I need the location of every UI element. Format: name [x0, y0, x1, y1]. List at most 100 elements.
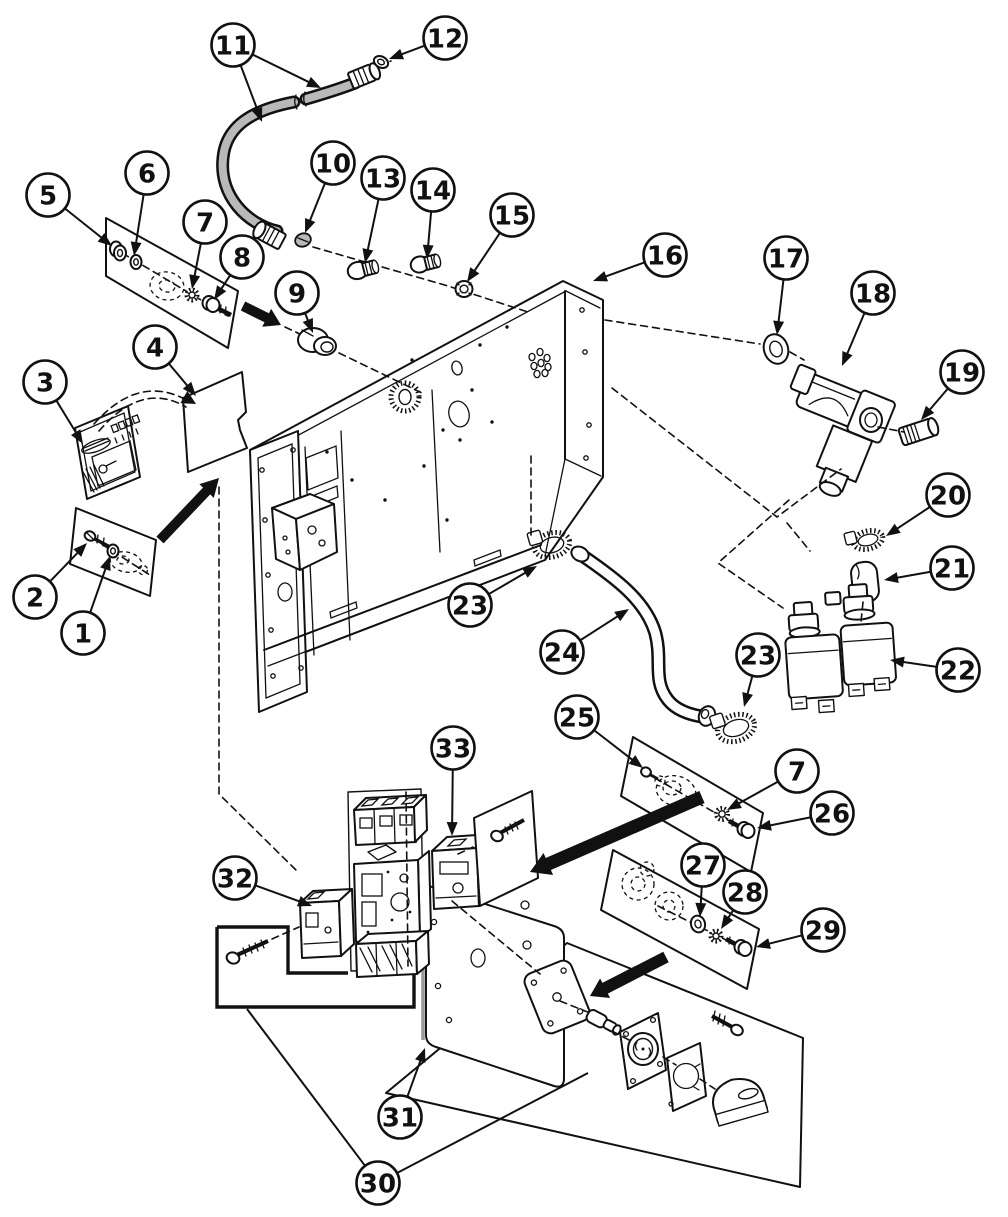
hose-clamp-20 — [843, 528, 886, 552]
callout-circle — [642, 232, 688, 278]
callout-number: 25 — [559, 704, 595, 734]
callout-number: 22 — [940, 657, 976, 687]
leader-line-15 — [472, 232, 501, 274]
callout-3: 3 — [22, 359, 68, 405]
callout-number: 15 — [494, 202, 530, 232]
leader-arrowhead-10 — [305, 217, 316, 233]
leader-arrowhead-21 — [884, 572, 899, 583]
callout-circle — [410, 167, 456, 213]
plate-5-8-hardware — [109, 240, 233, 318]
leader-line-5 — [64, 207, 105, 240]
leader-line-13 — [366, 198, 380, 253]
callout-number: 11 — [215, 32, 251, 62]
leader-arrowhead-12 — [389, 48, 405, 60]
leader-line-25 — [593, 729, 635, 763]
callout-number: 27 — [685, 852, 721, 882]
leader-arrowhead-32 — [296, 896, 312, 907]
leader-arrowhead-6 — [130, 241, 142, 256]
callout-number: 2 — [26, 584, 44, 614]
callout-23: 23 — [447, 582, 493, 628]
callout-29: 29 — [800, 907, 846, 953]
callout-circle — [809, 790, 855, 836]
callout-27: 27 — [680, 842, 726, 888]
solid-arrows — [156, 301, 705, 998]
leader-arrowhead-18 — [842, 350, 853, 366]
leader-line-30 — [396, 1072, 589, 1174]
callout-number: 10 — [315, 150, 351, 180]
hole-cluster — [528, 347, 552, 379]
callout-circle — [124, 150, 170, 196]
leader-line-18 — [845, 312, 866, 357]
leader-arrowhead-7 — [189, 274, 201, 289]
dual-water-valve-22 — [784, 583, 897, 714]
callout-number: 4 — [146, 334, 164, 364]
callout-circle — [850, 270, 896, 316]
leader-arrowhead-19 — [921, 405, 935, 420]
leader-line-1 — [89, 566, 108, 614]
callout-20: 20 — [925, 472, 971, 518]
callout-16: 16 — [642, 232, 688, 278]
callout-5: 5 — [25, 172, 71, 218]
callout-circle — [929, 545, 975, 591]
callout-circle — [182, 199, 228, 245]
callout-number: 3 — [36, 369, 54, 399]
callout-circle — [935, 647, 981, 693]
callout-circle — [800, 907, 846, 953]
callout-33: 33 — [430, 725, 476, 771]
leader-line-14 — [426, 211, 433, 249]
leader-line-32 — [254, 884, 303, 904]
callout-number: 13 — [365, 165, 401, 195]
plate-1-2-hardware — [83, 530, 120, 559]
callout-circle — [447, 582, 493, 628]
callout-circle — [422, 15, 468, 61]
leader-line-30 — [246, 1008, 366, 1167]
callout-7: 7 — [774, 748, 820, 794]
callout-circle — [925, 472, 971, 518]
terminal-block-32 — [299, 888, 355, 959]
callout-number: 29 — [805, 917, 841, 947]
leader-arrowhead-23 — [742, 692, 753, 707]
callout-circle — [12, 574, 58, 620]
leader-arrowhead-24 — [614, 609, 629, 622]
fitting-14 — [409, 253, 442, 274]
callout-number: 14 — [415, 177, 451, 207]
serial-label — [74, 405, 141, 500]
callout-2: 2 — [12, 574, 58, 620]
callout-circle — [377, 1094, 423, 1140]
washer-15 — [454, 280, 474, 298]
callout-18: 18 — [850, 270, 896, 316]
leader-line-17 — [777, 279, 785, 325]
leader-arrowhead-27 — [695, 902, 707, 917]
leader-arrowhead-22 — [890, 656, 905, 668]
callout-25: 25 — [554, 694, 600, 740]
face-rivet-dots — [325, 325, 509, 522]
callout-4: 4 — [132, 324, 178, 370]
mounting-screw-upper — [490, 818, 525, 843]
callout-number: 9 — [288, 280, 306, 310]
callout-circle — [60, 610, 106, 656]
leader-arrowhead-20 — [886, 523, 901, 536]
callout-8: 8 — [219, 234, 265, 280]
leader-arrowhead-9 — [302, 317, 313, 333]
strain-relief-cover — [712, 1078, 769, 1127]
callout-6: 6 — [124, 150, 170, 196]
leader-arrowhead-29 — [756, 938, 771, 949]
leader-line-6 — [134, 194, 145, 246]
callout-circle — [430, 725, 476, 771]
callout-number: 32 — [217, 865, 253, 895]
bolt-8 — [201, 295, 233, 318]
callout-circle — [22, 359, 68, 405]
leader-line-16 — [603, 261, 646, 279]
callout-14: 14 — [410, 167, 456, 213]
callout-number: 7 — [196, 209, 214, 239]
leader-line-22 — [900, 660, 937, 668]
leader-arrowhead-13 — [362, 248, 374, 263]
callout-number: 31 — [382, 1104, 418, 1134]
callout-12: 12 — [422, 15, 468, 61]
access-panel-31 — [421, 885, 565, 1088]
callout-31: 31 — [377, 1094, 423, 1140]
plate-27-hardware — [689, 914, 753, 957]
callout-circle — [219, 234, 265, 280]
callout-circle — [360, 155, 406, 201]
